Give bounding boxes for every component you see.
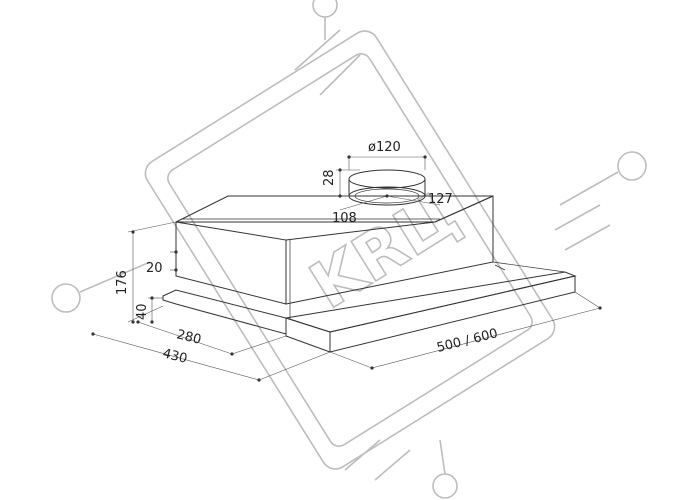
label-body-depth: 280 — [175, 327, 203, 348]
label-duct-diameter: ø120 — [368, 140, 401, 155]
label-collar-offset-y: 108 — [332, 211, 357, 226]
label-total-height: 176 — [115, 270, 130, 295]
label-collar-offset-x: 127 — [428, 192, 453, 207]
label-total-depth: 430 — [161, 346, 189, 367]
label-collar-height: 28 — [322, 169, 337, 186]
watermark-stamp: KRЦ — [51, 0, 647, 499]
dimension-lines — [91, 155, 602, 382]
hood-body — [175, 195, 494, 305]
label-width: 500 / 600 — [435, 326, 499, 356]
label-slide-height: 40 — [135, 303, 150, 320]
duct-collar — [348, 169, 426, 206]
label-body-step: 20 — [146, 261, 163, 276]
slide-drawer — [162, 261, 577, 353]
